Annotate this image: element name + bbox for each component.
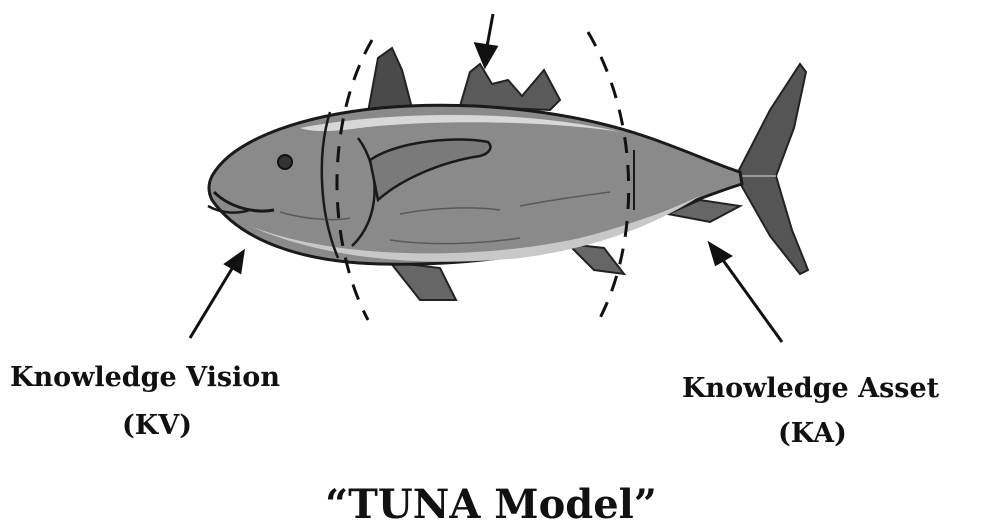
knowledge-asset-label: Knowledge Asset	[682, 374, 939, 404]
ka-arrow	[710, 244, 782, 342]
top-arrow	[476, 14, 496, 66]
tail-fin	[736, 64, 808, 274]
dorsal-fin	[368, 48, 560, 112]
knowledge-vision-abbr: (KV)	[122, 411, 192, 441]
diagram-title: “TUNA Model”	[0, 483, 982, 527]
knowledge-asset-abbr: (KA)	[778, 419, 847, 449]
fish-eye	[278, 155, 292, 169]
kv-arrow	[190, 252, 243, 338]
knowledge-vision-label: Knowledge Vision	[10, 363, 280, 393]
